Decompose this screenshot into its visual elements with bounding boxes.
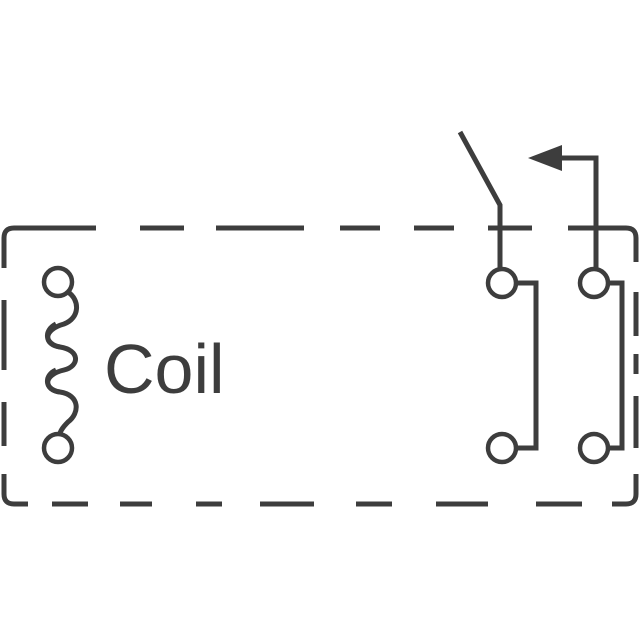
package-outline <box>1 225 639 507</box>
coil-label: Coil <box>104 330 225 408</box>
contact-bridge-left <box>516 280 539 451</box>
outline-top <box>14 225 639 262</box>
contact-pin-left-top <box>485 266 519 300</box>
arrow-head <box>528 145 562 171</box>
contact-pair-left <box>485 266 539 465</box>
outline-left <box>1 225 15 446</box>
arrow-left-icon <box>528 145 599 269</box>
coil-pin-bottom <box>41 431 75 465</box>
coil-winding-inner <box>45 321 61 395</box>
switch-lever-icon <box>457 130 503 269</box>
coil-winding <box>45 289 79 435</box>
contact-bridge-right <box>608 280 625 451</box>
outline-bottom <box>1 474 582 507</box>
outline-right <box>612 292 639 507</box>
contact-pin-left-bottom <box>485 431 519 465</box>
coil-icon <box>41 265 79 465</box>
contact-pin-right-bottom <box>577 431 611 465</box>
arrow-path <box>556 155 599 269</box>
contact-pair-right <box>577 266 625 465</box>
switch-lever <box>457 130 503 269</box>
coil-pin-top <box>41 265 75 299</box>
contact-pin-right-top <box>577 266 611 300</box>
